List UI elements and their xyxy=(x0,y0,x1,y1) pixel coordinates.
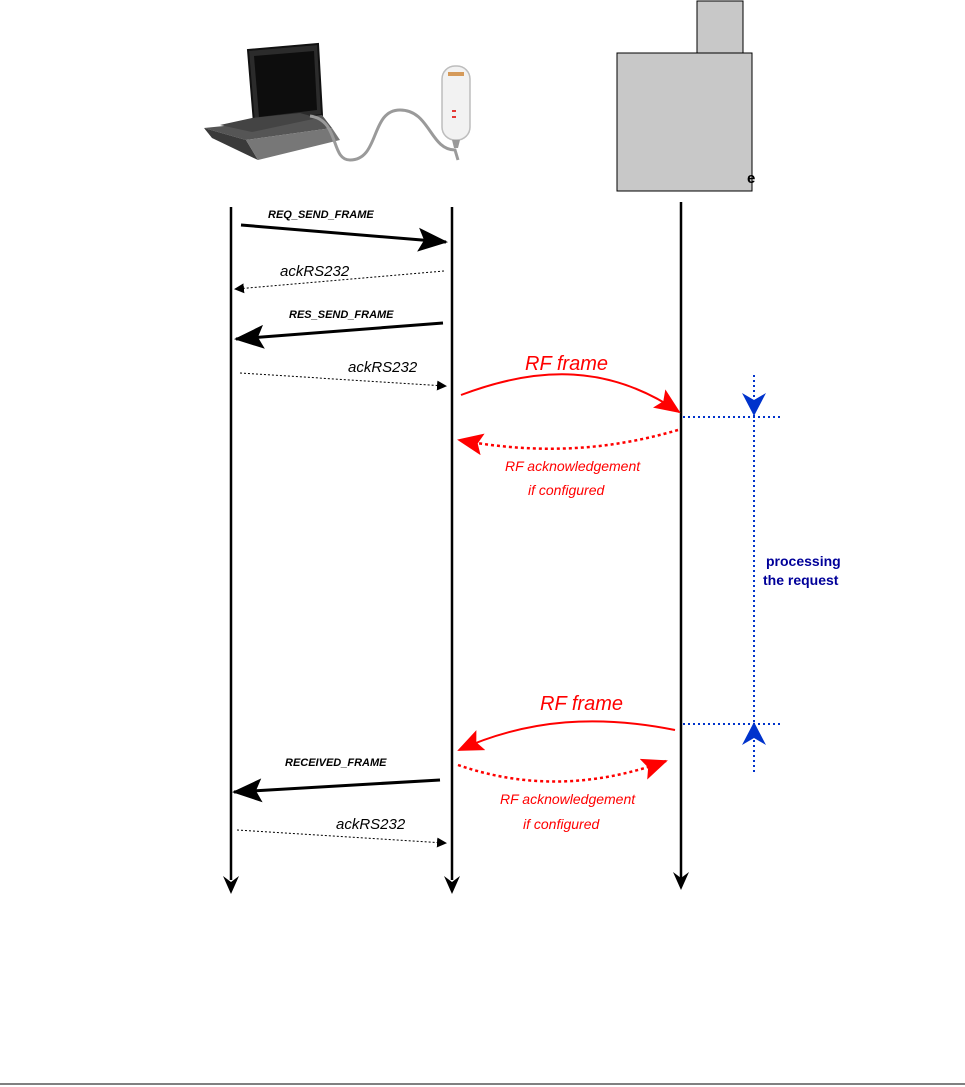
rf-frame-arrow-2 xyxy=(457,720,676,751)
rf-ack-label-2-line2: if configured xyxy=(523,816,600,832)
rf-ack-label-2-line1: RF acknowledgement xyxy=(500,791,636,807)
req-send-frame-label: REQ_SEND_FRAME xyxy=(268,209,374,221)
ack-rs232-arrow-3 xyxy=(236,829,447,848)
ack-rs232-label-1: ackRS232 xyxy=(280,263,350,280)
rf-frame-label-1: RF frame xyxy=(525,353,608,375)
device-label-fragment: e xyxy=(747,170,755,187)
received-frame-label: RECEIVED_FRAME xyxy=(285,757,387,769)
ack-rs232-label-3: ackRS232 xyxy=(336,816,406,833)
ack-rs232-label-2: ackRS232 xyxy=(348,359,418,376)
lifeline-dongle xyxy=(444,207,460,894)
res-send-frame-label: RES_SEND_FRAME xyxy=(289,309,394,321)
laptop-icon xyxy=(204,42,340,160)
rf-ack-arrow-2 xyxy=(457,758,668,783)
rf-frame-arrow-1 xyxy=(460,373,681,414)
usb-cable xyxy=(309,108,460,162)
res-send-frame-arrow xyxy=(234,321,444,349)
lifeline-device xyxy=(673,202,689,890)
device-box xyxy=(616,0,753,192)
rf-ack-label-1-line2: if configured xyxy=(528,482,605,498)
processing-interval xyxy=(683,375,780,772)
processing-note-line2: the request xyxy=(763,572,839,588)
ack-rs232-arrow-1 xyxy=(234,270,445,294)
processing-note-line1: processing xyxy=(766,553,841,569)
lifeline-pc xyxy=(223,207,239,894)
received-frame-arrow xyxy=(232,778,441,803)
rf-dongle-icon xyxy=(441,65,471,148)
rf-ack-label-1-line1: RF acknowledgement xyxy=(505,458,641,474)
rf-frame-label-2: RF frame xyxy=(540,693,623,715)
req-send-frame-arrow xyxy=(240,223,448,252)
rf-ack-arrow-1 xyxy=(457,428,679,456)
